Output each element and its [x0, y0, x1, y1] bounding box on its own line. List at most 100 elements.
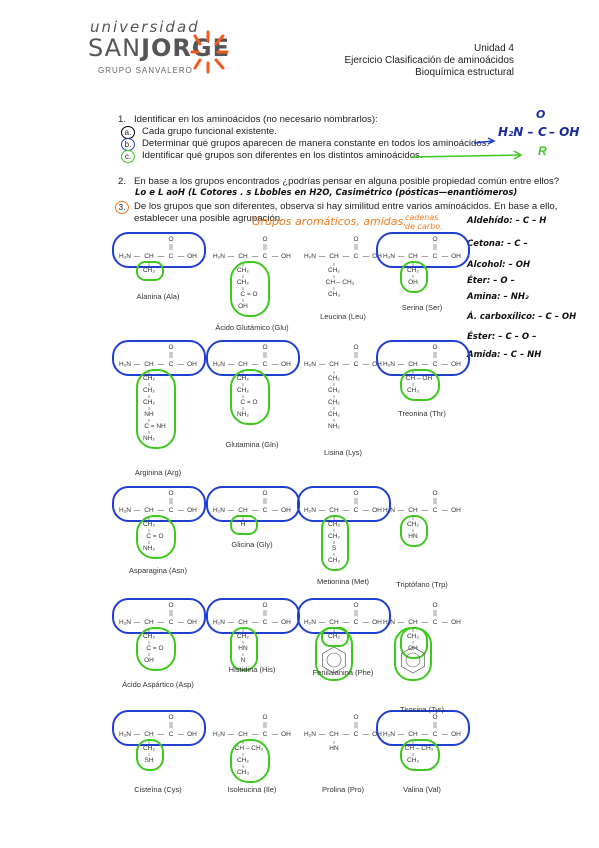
backbone-carbonyl-oxygen: O [168, 236, 173, 243]
backbone-bond: — [178, 619, 185, 626]
question-2-number: 2. [118, 176, 127, 187]
side-chain-atom: C = O [240, 399, 257, 406]
backbone-hydroxyl: OH [281, 619, 291, 626]
amino-acid-name: Metionina (Met) [316, 577, 370, 586]
question-3-text-2: establecer una posible agrupación. [134, 213, 283, 224]
backbone-carbonyl-oxygen: O [432, 236, 437, 243]
backbone-bond: — [363, 507, 370, 514]
amino-acid-name: Triptófano (Trp) [396, 580, 448, 589]
backbone-amine: H₂N [304, 619, 316, 626]
side-chain-atom: CH₃ [328, 291, 340, 298]
side-chain-atom: CH₂ [328, 411, 340, 418]
backbone-bond: — [398, 507, 405, 514]
backbone-alpha-carbon: CH [408, 507, 418, 514]
side-chain-atom: NH₂ [143, 435, 155, 442]
backbone-bond: — [228, 507, 235, 514]
variable-group-highlight [136, 515, 176, 559]
backbone-amine: H₂N [304, 361, 316, 368]
backbone-carbonyl-oxygen: O [432, 714, 437, 721]
backbone-carbonyl-oxygen: O [262, 344, 267, 351]
constant-group-highlight [297, 598, 391, 634]
side-chain-atom: HN [408, 533, 418, 540]
side-chain-atom: CH₃ [237, 769, 249, 776]
backbone-carboxyl-carbon: C [263, 731, 268, 738]
benzene-ring [401, 646, 425, 674]
backbone-carbonyl-oxygen: O [168, 490, 173, 497]
backbone-carboxyl-carbon: C [354, 507, 359, 514]
backbone-amine: H₂N [213, 731, 225, 738]
backbone-alpha-carbon: CH [408, 361, 418, 368]
backbone-hydroxyl: OH [372, 619, 382, 626]
backbone-carboxyl-carbon: C [433, 253, 438, 260]
side-chain-atom: CH₂ [237, 267, 249, 274]
backbone-bond: — [442, 253, 449, 260]
backbone-carbonyl-oxygen: O [353, 344, 358, 351]
backbone-bond: — [343, 731, 350, 738]
exercise-title: Ejercicio Clasificación de aminoácidos [344, 55, 514, 66]
backbone-amine: H₂N [119, 619, 131, 626]
constant-group-highlight [112, 598, 206, 634]
backbone-bond: — [442, 361, 449, 368]
backbone-amine: H₂N [383, 619, 395, 626]
aromatic-circle [405, 652, 421, 668]
backbone-carbonyl-oxygen: O [262, 490, 267, 497]
backbone-carbonyl-oxygen: O [262, 236, 267, 243]
backbone-bond: — [442, 731, 449, 738]
item-c-marker: c. [121, 150, 135, 163]
amino-acid-name: Ácido Glutámico (Glu) [215, 323, 289, 332]
constant-group-highlight [206, 598, 300, 634]
backbone-bond: — [319, 731, 326, 738]
side-chain-atom: OH [408, 279, 418, 286]
logo-university-text: universidad [90, 18, 200, 36]
backbone-carboxyl-carbon: C [433, 361, 438, 368]
side-chain-atom: CH₃ [143, 267, 155, 274]
answer-2-handwriting: Lo e L aoH (L Cotores . s Lbobles en H2O… [135, 188, 518, 198]
amino-acid-name: Serina (Ser) [401, 303, 443, 312]
backbone-alpha-carbon: CH [329, 253, 339, 260]
backbone-hydroxyl: OH [281, 361, 291, 368]
backbone-bond: — [178, 731, 185, 738]
side-chain-atom: H [241, 521, 246, 528]
backbone-alpha-carbon: CH [144, 731, 154, 738]
side-chain-atom: CH₂ [143, 745, 155, 752]
unit-label: Unidad 4 [473, 43, 514, 54]
backbone-hydroxyl: OH [451, 507, 461, 514]
backbone-bond: — [363, 619, 370, 626]
backbone-bond: — [343, 619, 350, 626]
formula-carbon: C [538, 125, 547, 139]
backbone-hydroxyl: OH [187, 731, 197, 738]
backbone-carbonyl-oxygen: O [168, 602, 173, 609]
backbone-carboxyl-carbon: C [169, 253, 174, 260]
backbone-amine: H₂N [383, 507, 395, 514]
backbone-alpha-carbon: CH [144, 361, 154, 368]
question-3-marker: 3. [115, 201, 129, 214]
backbone-carbonyl-oxygen: O [353, 602, 358, 609]
backbone-carbonyl-oxygen: O [168, 714, 173, 721]
backbone-amine: H₂N [119, 361, 131, 368]
backbone-carbonyl-oxygen: O [432, 344, 437, 351]
amino-acid-name: Arginina (Arg) [134, 468, 182, 477]
benzene-ring [322, 646, 346, 674]
side-chain-atom: CH₂ [328, 633, 340, 640]
backbone-amine: H₂N [119, 507, 131, 514]
backbone-bond: — [252, 507, 259, 514]
backbone-bond: — [134, 361, 141, 368]
backbone-carboxyl-carbon: C [263, 361, 268, 368]
ref-eter: Éter: – O – [467, 276, 515, 286]
constant-group-highlight [297, 486, 391, 522]
side-chain-atom: SH [144, 757, 153, 764]
backbone-bond: — [134, 619, 141, 626]
variable-group-highlight [136, 739, 164, 771]
ref-carboxilico: Á. carboxílico: – C – OH [467, 312, 577, 322]
side-chain-atom: OH [144, 657, 154, 664]
backbone-bond: — [158, 361, 165, 368]
constant-group-highlight [376, 232, 470, 268]
backbone-carboxyl-carbon: C [263, 619, 268, 626]
backbone-hydroxyl: OH [281, 253, 291, 260]
ref-cetona: Cetona: – C – [467, 239, 528, 249]
backbone-bond: — [422, 731, 429, 738]
formula-oxygen: O [536, 108, 546, 121]
side-chain-atom: N [241, 657, 246, 664]
backbone-hydroxyl: OH [372, 507, 382, 514]
backbone-hydroxyl: OH [451, 619, 461, 626]
